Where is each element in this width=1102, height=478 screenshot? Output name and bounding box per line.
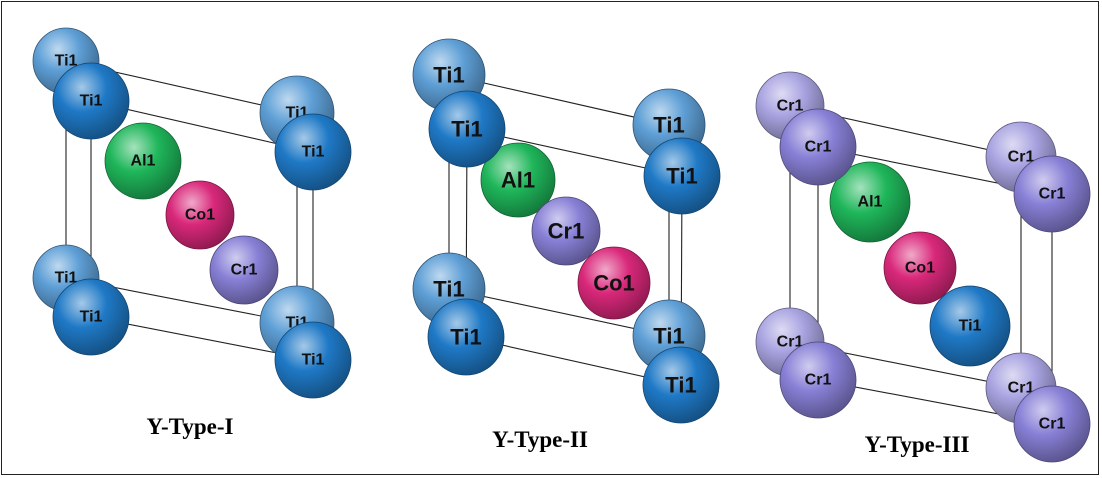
atom-front-ti1: Ti1 (52, 278, 130, 356)
atom-co1: Co1 (577, 246, 651, 320)
atom-co1: Co1 (165, 180, 235, 250)
atom-co1: Co1 (883, 231, 957, 305)
atom-sphere (165, 180, 235, 250)
atom-sphere (929, 285, 1011, 367)
atom-label: Ti1 (433, 63, 464, 88)
atom-label: Cr1 (777, 98, 804, 115)
atom-label: Cr1 (1008, 149, 1035, 166)
atom-sphere (642, 346, 720, 424)
atom-front-cr1: Cr1 (1013, 155, 1091, 233)
atom-label: Al1 (131, 153, 156, 170)
atom-label: Al1 (858, 194, 883, 211)
caption-y-type-ii: Y-Type-II (492, 427, 588, 452)
caption-y-type-i: Y-Type-I (146, 414, 234, 439)
atom-al1: Al1 (480, 142, 556, 218)
atom-sphere (104, 122, 182, 200)
atom-sphere (577, 246, 651, 320)
atom-front-ti1: Ti1 (428, 90, 506, 168)
atom-label: Ti1 (451, 117, 482, 142)
atom-label: Co1 (185, 207, 215, 224)
atom-label: Cr1 (805, 372, 832, 389)
atom-sphere (883, 231, 957, 305)
atom-label: Cr1 (548, 219, 585, 244)
atom-cr1: Cr1 (209, 235, 279, 305)
atom-label: Ti1 (433, 277, 464, 302)
atom-al1: Al1 (104, 122, 182, 200)
atom-front-ti1: Ti1 (274, 113, 352, 191)
atom-sphere (1013, 385, 1091, 463)
atom-label: Ti1 (959, 318, 982, 335)
atom-sphere (779, 341, 857, 419)
atom-sphere (274, 321, 352, 399)
atom-label: Ti1 (302, 144, 325, 161)
atom-label: Cr1 (777, 334, 804, 351)
atom-label: Ti1 (80, 93, 103, 110)
atom-sphere (427, 298, 505, 376)
atom-sphere (643, 137, 721, 215)
atom-front-ti1: Ti1 (52, 62, 130, 140)
atom-sphere (52, 62, 130, 140)
atom-sphere (480, 142, 556, 218)
atom-front-ti1: Ti1 (643, 137, 721, 215)
atom-label: Cr1 (231, 262, 258, 279)
cell-edge (448, 74, 670, 126)
atom-label: Ti1 (450, 325, 481, 350)
atom-label: Co1 (593, 271, 635, 296)
atom-label: Cr1 (1008, 380, 1035, 397)
caption-y-type-iii: Y-Type-III (864, 432, 970, 457)
atom-label: Cr1 (805, 139, 832, 156)
atom-sphere (428, 90, 506, 168)
atom-front-cr1: Cr1 (1013, 385, 1091, 463)
atom-sphere (1013, 155, 1091, 233)
atom-label: Al1 (501, 168, 535, 193)
atom-label: Ti1 (80, 309, 103, 326)
atom-ti1: Ti1 (929, 285, 1011, 367)
atom-label: Ti1 (55, 270, 78, 287)
atom-label: Ti1 (55, 53, 78, 70)
atom-sphere (274, 113, 352, 191)
atom-label: Cr1 (1039, 416, 1066, 433)
atom-label: Ti1 (302, 352, 325, 369)
atom-sphere (209, 235, 279, 305)
atom-sphere (829, 161, 911, 243)
atom-front-ti1: Ti1 (427, 298, 505, 376)
atom-label: Ti1 (653, 113, 684, 138)
atom-sphere (779, 108, 857, 186)
atom-label: Co1 (905, 260, 935, 277)
atom-sphere (52, 278, 130, 356)
atom-front-cr1: Cr1 (779, 341, 857, 419)
cell-edge (448, 288, 670, 337)
atom-sphere (531, 196, 601, 266)
atom-al1: Al1 (829, 161, 911, 243)
atom-label: Ti1 (665, 373, 696, 398)
atom-front-cr1: Cr1 (779, 108, 857, 186)
atom-front-ti1: Ti1 (274, 321, 352, 399)
atom-front-ti1: Ti1 (642, 346, 720, 424)
atom-label: Cr1 (1039, 186, 1066, 203)
atom-label: Ti1 (666, 164, 697, 189)
atom-cr1: Cr1 (531, 196, 601, 266)
atom-label: Ti1 (653, 324, 684, 349)
